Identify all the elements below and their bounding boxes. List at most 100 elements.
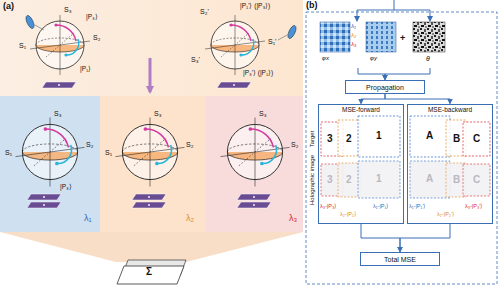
process-box: Total MSE: [360, 252, 440, 266]
text-label: S₃: [154, 110, 162, 117]
text-label: |P₃⟩: [86, 14, 98, 21]
text-label: |P₃'⟩ (|P₁⟩): [243, 70, 273, 77]
poincare-sphere: [30, 15, 90, 75]
text-label: S₁: [105, 149, 112, 156]
row-label: Target: [309, 131, 315, 148]
image-label: φx: [322, 55, 329, 61]
text-label: B: [453, 175, 460, 185]
text-label: S₂: [86, 141, 93, 148]
target-frame: [338, 120, 360, 156]
text-label: 2: [346, 175, 352, 185]
orientation-image-group: θ: [410, 22, 450, 68]
phase-image: [320, 22, 350, 52]
text-label: λ₁-|P₁'⟩: [409, 204, 425, 210]
target-frame: [410, 116, 450, 157]
box-label: Total MSE: [384, 256, 416, 263]
poincare-sphere: [221, 118, 290, 187]
panel-ground: [0, 0, 303, 96]
text-label: S₂: [186, 141, 193, 148]
flow-arrow: [358, 68, 385, 80]
hologram-plate: [132, 194, 166, 200]
text-label: S₁: [5, 149, 12, 156]
loss-box: MSE-backward: [407, 104, 493, 224]
loss-box: MSE-forward: [318, 104, 404, 224]
process-box: Propagation: [345, 80, 425, 94]
hologram-plate: [237, 202, 271, 208]
text-label: λ₁-|P₁⟩: [373, 204, 388, 210]
hologram-plate: [42, 82, 76, 88]
text-label: |P₃⟩: [60, 184, 72, 191]
flow-arrow: [361, 224, 400, 252]
hologram-frame: [410, 161, 450, 198]
text-label: 1: [376, 131, 382, 141]
flow-arrow: [361, 94, 385, 104]
orientation-image: [413, 22, 445, 52]
text-label: C: [473, 175, 480, 185]
text-label: A: [426, 131, 433, 141]
text-label: (a): [3, 2, 14, 11]
hologram-plate: [132, 202, 166, 208]
target-frame: [358, 116, 400, 157]
text-label: λ₃-|P₃⟩: [320, 204, 336, 210]
text-label: B: [453, 134, 460, 144]
dashed-frame: [306, 12, 497, 284]
image-label: λ₁: [351, 23, 356, 29]
box-label: MSE-forward: [342, 107, 380, 114]
hologram-plate: [27, 202, 61, 208]
text-label: S₃: [64, 6, 72, 13]
poincare-sphere: [16, 118, 85, 187]
panel-ground: [0, 96, 100, 232]
polarizer-icon: [278, 24, 298, 40]
image-label: φy: [370, 55, 377, 61]
flow-arrow: [385, 68, 430, 80]
text-label: 2: [346, 134, 352, 144]
process-arrow: [149, 58, 152, 92]
text-label: S₂': [200, 8, 209, 15]
panel-ground: [100, 96, 205, 232]
box-label: MSE-backward: [428, 107, 472, 114]
input-arrow: [357, 10, 358, 21]
input-arrow: [357, 0, 430, 10]
text-label: S₃': [191, 56, 200, 63]
image-label: θ: [426, 55, 430, 62]
image-label: λ₃: [351, 41, 356, 47]
text-label: |P₁⟩: [80, 66, 91, 73]
hologram-plate: [237, 194, 271, 200]
text-label: Σ: [146, 267, 152, 277]
text-label: (b): [306, 1, 318, 10]
flow-arrow: [400, 224, 450, 252]
converging-beam: [0, 232, 303, 262]
text-label: S₁: [19, 42, 26, 49]
flow-arrow: [385, 94, 450, 104]
hologram-plate: [27, 194, 61, 200]
text-label: 3: [327, 175, 333, 185]
hologram-plate: [217, 82, 251, 88]
phase-image: [366, 22, 396, 52]
text-label: λ₃-|P₃'⟩: [465, 204, 482, 210]
text-label: λ₁: [84, 214, 92, 223]
text-label: S₁': [268, 38, 276, 45]
image-label: λ₂: [351, 32, 356, 38]
input-arrow: [430, 10, 431, 21]
panel-ground: [205, 96, 303, 232]
text-label: C: [473, 134, 480, 144]
poincare-sphere: [116, 118, 185, 187]
text-label: +: [400, 34, 405, 43]
text-label: λ₂: [186, 214, 194, 223]
text-label: λ₂-|P₂⟩: [340, 212, 356, 218]
poincare-sphere: [205, 15, 265, 75]
output-screen: [117, 266, 184, 284]
text-label: λ₃: [289, 214, 297, 223]
text-label: |P₁'⟩ (|P₃⟩): [240, 3, 270, 10]
text-label: S₃: [259, 110, 267, 117]
box-label: Propagation: [366, 84, 404, 91]
text-label: 3: [327, 134, 333, 144]
text-label: λ₂-|P₂'⟩: [437, 212, 454, 218]
hologram-frame: [463, 164, 490, 196]
phase-image-group: φx λ₁ λ₂ λ₃ φy: [318, 22, 398, 68]
text-label: A: [426, 174, 433, 184]
hologram-frame: [358, 161, 400, 198]
target-frame: [463, 122, 490, 156]
